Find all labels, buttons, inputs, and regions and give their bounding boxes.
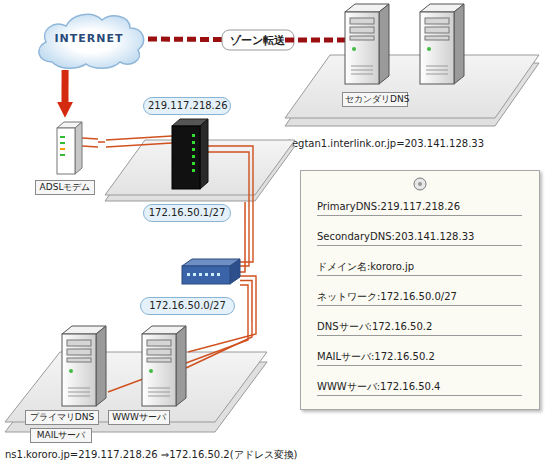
wire (208, 152, 249, 266)
plate-outline (285, 0, 540, 130)
plate-shape (285, 55, 539, 118)
plate-shape (105, 140, 295, 195)
modem-router-wire (98, 141, 105, 143)
plain-text: ns1.kororo.jp=219.117.218.26 ⇒172.16.50.… (5, 449, 335, 461)
tag-text: セカンダリDNS (342, 92, 408, 107)
wire (82, 146, 98, 147)
wire (108, 285, 248, 392)
cardline-text: PrimaryDNS:219.117.218.26 (317, 201, 522, 216)
cardline-text: DNSサーバ:172.16.50.2 (317, 321, 522, 336)
cardline-text: ネットワーク:172.16.50.0/27 (317, 291, 522, 306)
plate-outline (105, 120, 295, 202)
adsl-modem: ADSLモデム (32, 118, 98, 198)
wire (106, 143, 172, 147)
plain-text: tegtan1.interlink.or.jp=203.141.128.33 (288, 138, 538, 150)
wire (186, 322, 252, 368)
card-pin (414, 178, 426, 190)
server-tower (62, 326, 106, 406)
cloudtxt-text: INTERNET (30, 32, 148, 45)
router-device (172, 119, 208, 189)
cardline-text: WWWサーバ:172.16.50.4 (317, 381, 522, 396)
bubble-text: 172.16.50.0/27 (140, 297, 235, 315)
server-tower (142, 326, 186, 406)
server-plate: プライマリDNSWWWサーバMAILサーバns1.kororo.jp=219.1… (5, 322, 268, 448)
modem-device (57, 122, 82, 174)
tag-text: MAILサーバ (30, 428, 92, 443)
hub-server-wire (240, 281, 252, 323)
server-tower (345, 4, 389, 84)
server-tower (420, 4, 464, 84)
zone-transfer-line (285, 38, 348, 43)
edge-label: ゾーン転送 (221, 29, 294, 50)
wire-bundle (82, 136, 256, 392)
secondary-dns-plate: セカンダリDNStegtan1.interlink.or.jp=203.141.… (285, 0, 540, 130)
cardline-text: ドメイン名:kororo.jp (317, 261, 522, 276)
wire (82, 138, 98, 139)
tag-text: WWWサーバ (108, 410, 170, 425)
tag-text: プライマリDNS (25, 410, 99, 425)
cardline-text: SecondaryDNS:203.141.128.33 (317, 231, 522, 246)
cardline-text: MAILサーバ:172.16.50.2 (317, 351, 522, 366)
hub-device (182, 259, 240, 284)
note-card: PrimaryDNS:219.117.218.26SecondaryDNS:20… (300, 170, 540, 410)
tag-text: ADSLモデム (35, 180, 95, 195)
wire (188, 276, 256, 352)
router-hub-wire (240, 202, 245, 272)
router-plate: 219.117.218.26172.16.50.1/27 (105, 120, 295, 202)
wire (106, 136, 172, 140)
wire (208, 146, 253, 262)
bubble-text: 219.117.218.26 (143, 97, 231, 115)
hub: 172.16.50.0/27 (178, 258, 240, 288)
internet-cloud: INTERNET (30, 8, 148, 70)
bubble-text: 172.16.50.1/27 (143, 204, 231, 222)
downlink-arrow (62, 70, 69, 105)
